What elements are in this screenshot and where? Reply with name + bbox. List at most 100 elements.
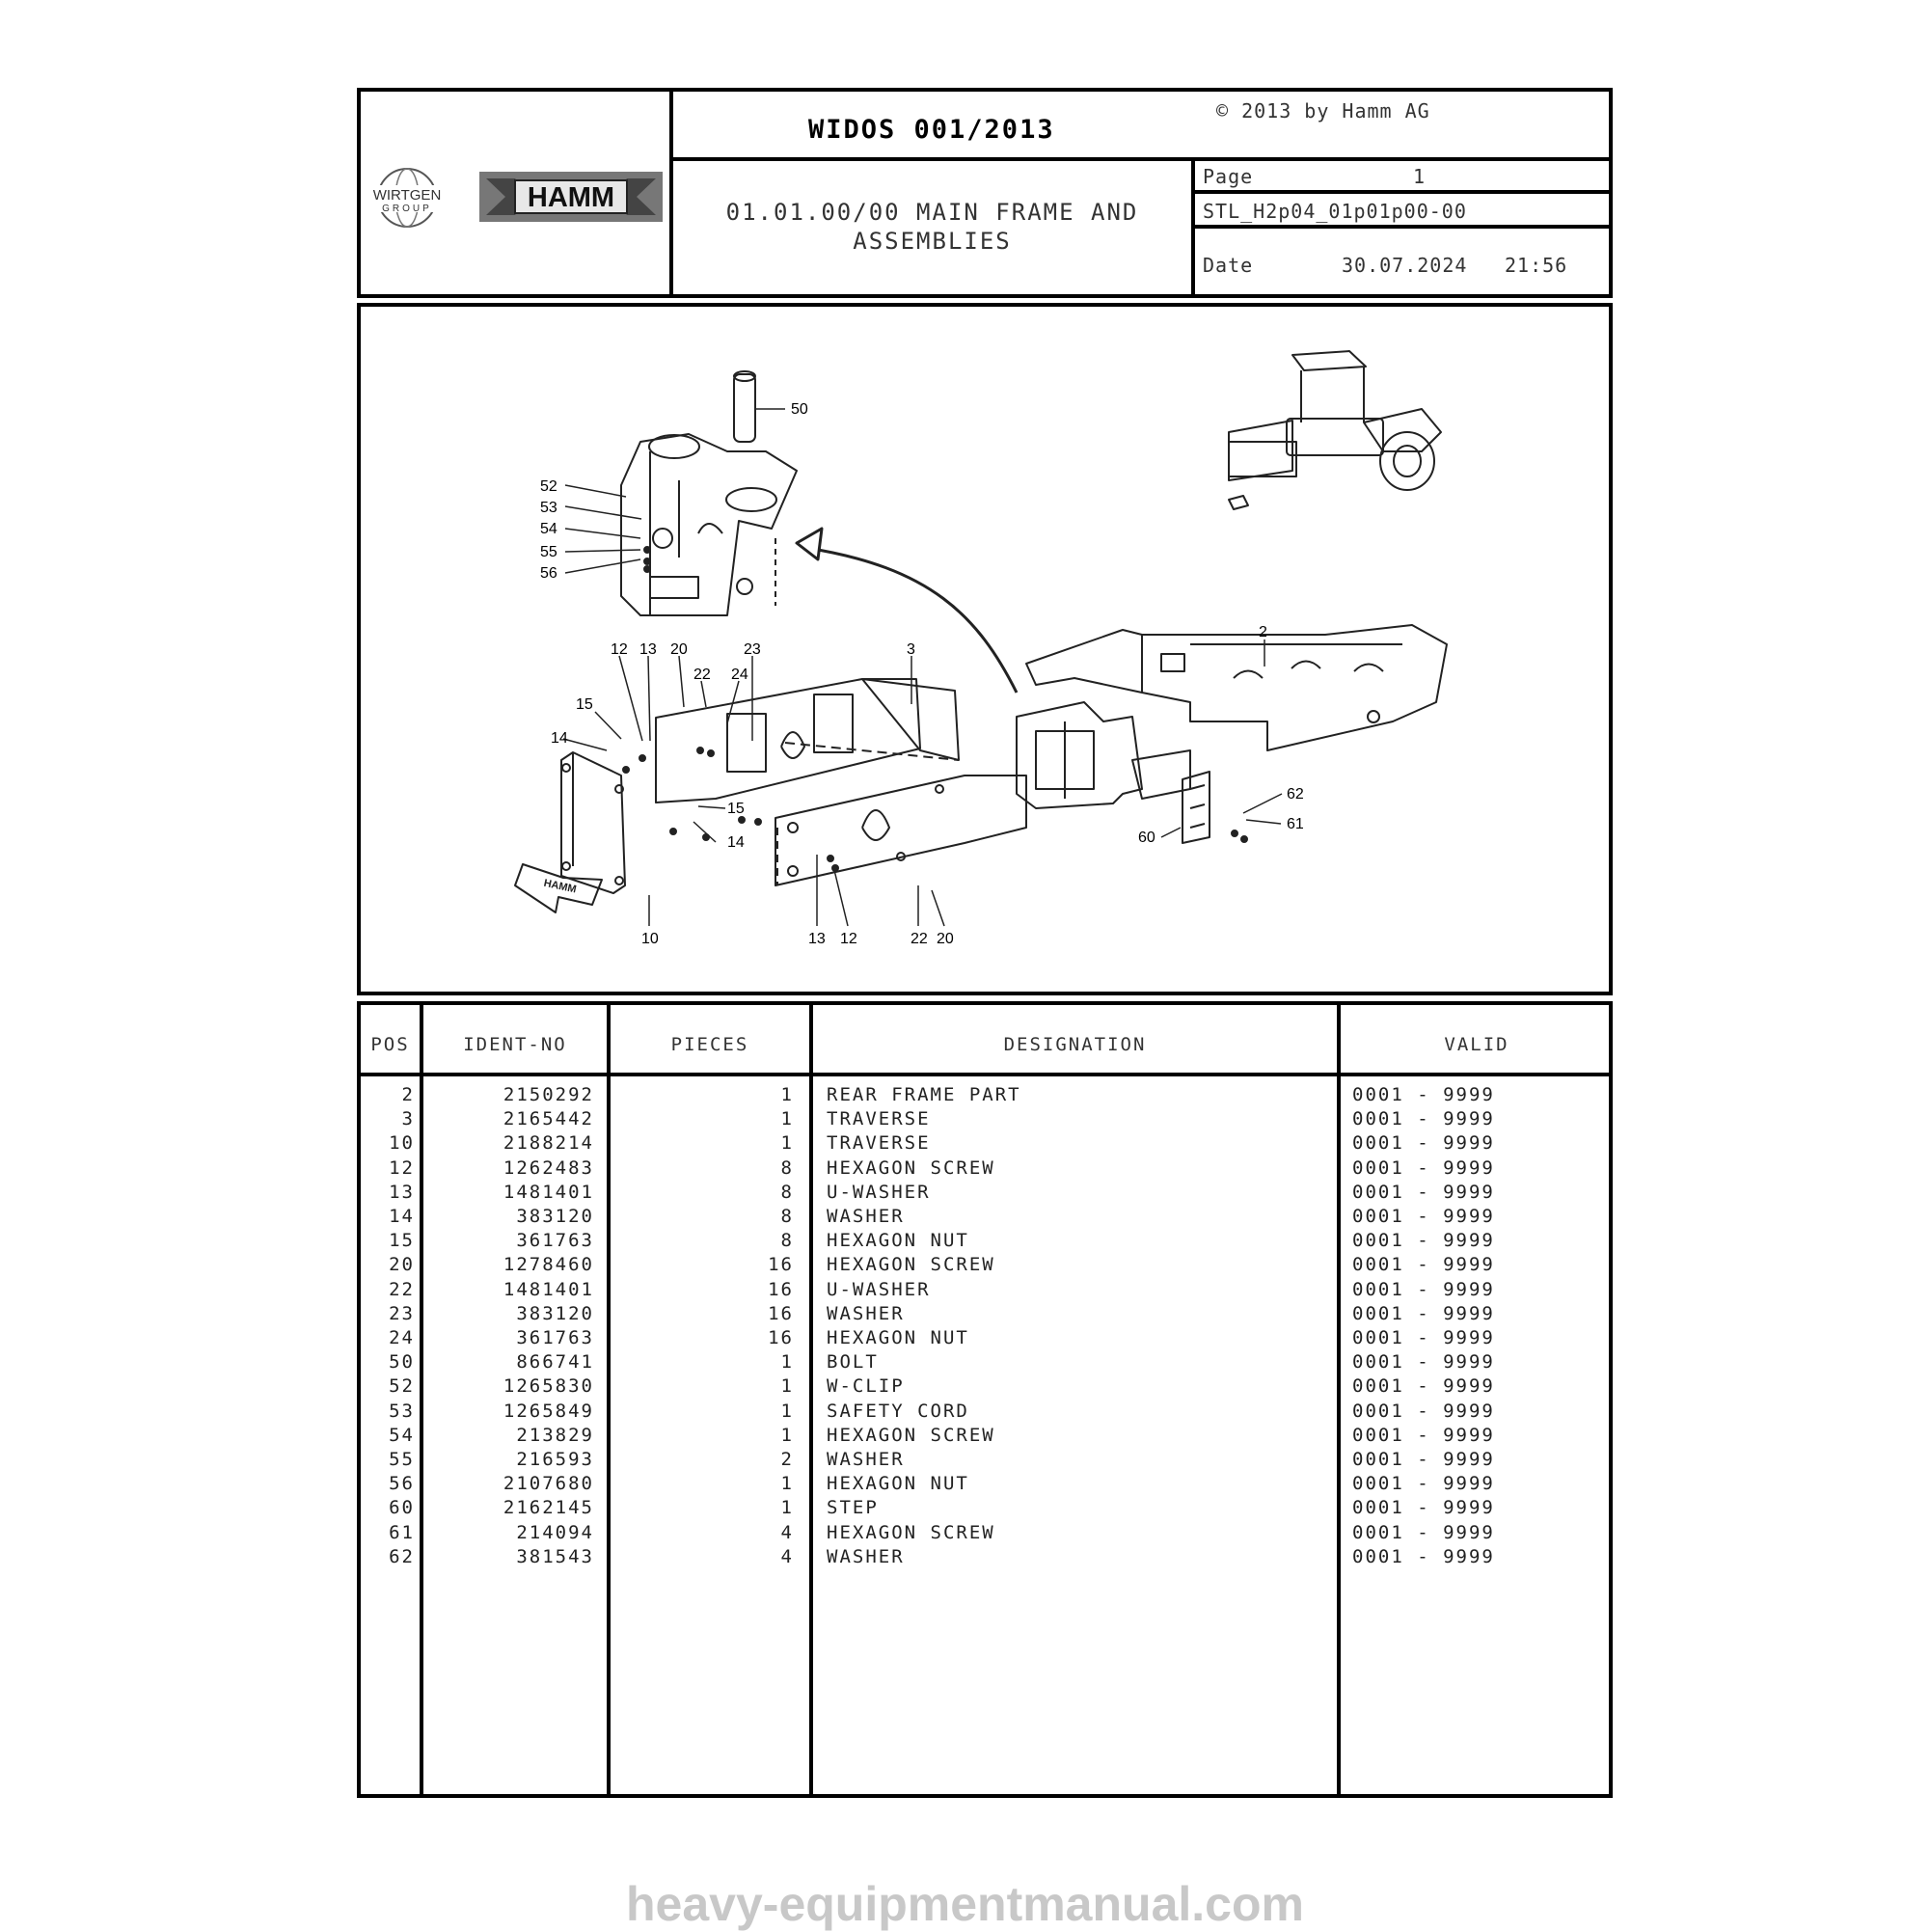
cell-pos: 53: [389, 1400, 415, 1422]
document-code: STL_H2p04_01p01p00-00: [1203, 200, 1467, 223]
cell-designation: HEXAGON NUT: [827, 1230, 969, 1252]
cell-designation: HEXAGON SCREW: [827, 1254, 995, 1276]
cell-pieces: 4: [780, 1545, 794, 1567]
column-divider: [420, 1005, 423, 1794]
cell-designation: HEXAGON NUT: [827, 1327, 969, 1348]
cell-pos: 22: [389, 1278, 415, 1300]
callout-20-top: 20: [670, 641, 688, 658]
callout-60: 60: [1138, 830, 1155, 846]
cell-ident: 361763: [516, 1327, 594, 1348]
meta-cell: Page 1 STL_H2p04_01p01p00-00 Date 30.07.…: [1195, 161, 1613, 298]
parts-diagram: HAMM: [514, 350, 1448, 947]
cell-pos: 52: [389, 1375, 415, 1398]
cell-designation: SAFETY CORD: [827, 1400, 969, 1422]
callout-52: 52: [540, 478, 557, 495]
cell-ident: 2150292: [503, 1084, 594, 1105]
page-row: Page 1: [1195, 161, 1613, 194]
callout-12-bottom: 12: [840, 931, 857, 947]
cell-designation: WASHER: [827, 1449, 905, 1470]
column-divider: [1337, 1005, 1341, 1794]
copyright-text: © 2013 by Hamm AG: [1216, 99, 1430, 122]
cell-pieces: 1: [780, 1424, 794, 1446]
cell-designation: STEP: [827, 1497, 879, 1519]
callout-15-right: 15: [727, 801, 745, 817]
cell-pos: 10: [389, 1132, 415, 1155]
cell-pos: 12: [389, 1156, 415, 1179]
callout-20-bottom: 20: [937, 931, 954, 947]
document-title: WIDOS 001/2013: [808, 115, 1055, 145]
cell-ident: 1262483: [503, 1156, 594, 1179]
cell-ident: 214094: [516, 1521, 594, 1543]
callout-14-right: 14: [727, 834, 745, 851]
title-cell: WIDOS 001/2013 © 2013 by Hamm AG: [673, 92, 1613, 161]
cell-designation: BOLT: [827, 1351, 879, 1374]
callout-14-left: 14: [551, 730, 568, 747]
cell-valid: 0001 - 9999: [1352, 1521, 1495, 1543]
cell-valid: 0001 - 9999: [1352, 1545, 1495, 1567]
fasteners: [622, 546, 1248, 872]
cell-valid: 0001 - 9999: [1352, 1132, 1495, 1155]
callout-24: 24: [731, 667, 748, 683]
section-cell: 01.01.00/00 MAIN FRAME AND ASSEMBLIES: [673, 161, 1195, 298]
logo-cell: WIRTGEN GROUP HAMM: [361, 92, 673, 294]
cell-ident: 2165442: [503, 1108, 594, 1130]
callout-12-top: 12: [611, 641, 628, 658]
traverse-10-drawing: [560, 751, 626, 894]
header-valid: VALID: [1444, 1034, 1509, 1055]
header-ident-no: IDENT-NO: [463, 1034, 567, 1055]
cell-designation: WASHER: [827, 1545, 905, 1567]
callout-13-bottom: 13: [808, 931, 826, 947]
rear-frame-drawing: [1025, 624, 1448, 751]
website-watermark: heavy-equipmentmanual.com: [626, 1877, 1304, 1931]
cell-valid: 0001 - 9999: [1352, 1351, 1495, 1374]
time-value: 21:56: [1505, 254, 1568, 277]
cell-ident: 2188214: [503, 1132, 594, 1155]
column-divider: [809, 1005, 813, 1794]
cell-pieces: 1: [780, 1473, 794, 1495]
cell-ident: 216593: [516, 1449, 594, 1470]
hamm-arrow-sign: HAMM: [514, 863, 603, 913]
cell-valid: 0001 - 9999: [1352, 1084, 1495, 1105]
cell-valid: 0001 - 9999: [1352, 1400, 1495, 1422]
code-row: STL_H2p04_01p01p00-00: [1195, 194, 1613, 229]
callout-22-top: 22: [693, 667, 711, 683]
cell-designation: U-WASHER: [827, 1181, 931, 1203]
cell-designation: WASHER: [827, 1206, 905, 1227]
assembly-arrow: [795, 527, 1019, 694]
cell-ident: 2162145: [503, 1497, 594, 1519]
cell-valid: 0001 - 9999: [1352, 1302, 1495, 1324]
header-designation: DESIGNATION: [1003, 1034, 1147, 1055]
cell-valid: 0001 - 9999: [1352, 1449, 1495, 1470]
cell-valid: 0001 - 9999: [1352, 1278, 1495, 1300]
cell-pieces: 1: [780, 1108, 794, 1130]
cell-ident: 383120: [516, 1302, 594, 1324]
cell-pos: 54: [389, 1424, 415, 1446]
callout-50: 50: [791, 401, 808, 418]
cell-valid: 0001 - 9999: [1352, 1206, 1495, 1227]
cell-valid: 0001 - 9999: [1352, 1254, 1495, 1276]
cell-pieces: 16: [768, 1278, 794, 1300]
cell-pos: 15: [389, 1230, 415, 1252]
cell-valid: 0001 - 9999: [1352, 1473, 1495, 1495]
hamm-text: HAMM: [528, 182, 614, 213]
callout-54: 54: [540, 521, 557, 537]
cell-pos: 3: [401, 1108, 415, 1130]
cell-pieces: 8: [780, 1206, 794, 1227]
cell-pieces: 1: [780, 1084, 794, 1105]
cell-valid: 0001 - 9999: [1352, 1327, 1495, 1348]
cell-ident: 2107680: [503, 1473, 594, 1495]
cell-pieces: 16: [768, 1302, 794, 1324]
cell-pieces: 2: [780, 1449, 794, 1470]
callout-53: 53: [540, 500, 557, 516]
cell-ident: 866741: [516, 1351, 594, 1374]
cell-pieces: 1: [780, 1375, 794, 1398]
callout-labels: 50 52 53 54 55 56 2 3 12 13 20 23 22 24 …: [540, 401, 1304, 947]
